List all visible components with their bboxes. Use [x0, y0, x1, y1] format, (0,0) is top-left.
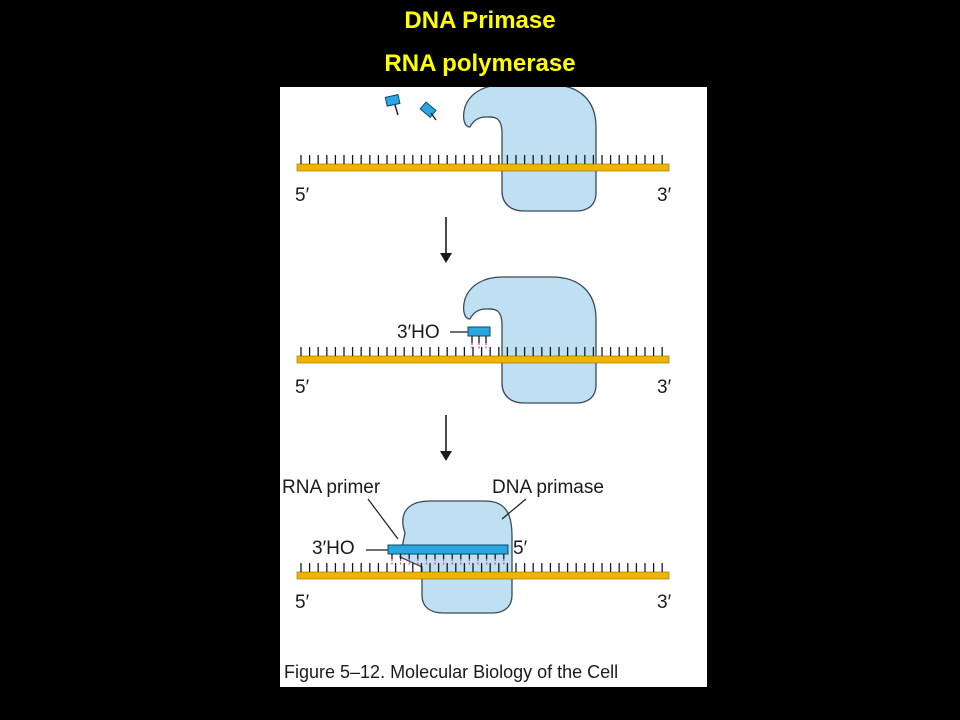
dna-primase-label: DNA primase	[492, 477, 604, 498]
stage2-3ho-label: 3′HO	[397, 322, 440, 343]
free-nucleotide-1-base	[394, 104, 399, 116]
enzyme-stage2	[463, 276, 597, 404]
stage2-3prime-label: 3′	[657, 377, 672, 398]
stage1-3prime-label: 3′	[657, 185, 672, 206]
slide-title-rna-polymerase: RNA polymerase	[384, 50, 576, 77]
stage3-3ho-label: 3′HO	[312, 538, 355, 559]
enzyme-stage1	[463, 87, 597, 212]
dna-template-stage1-backbone	[296, 163, 670, 172]
slide-title-primase: DNA Primase	[404, 7, 556, 34]
free-nucleotide-2-base	[430, 112, 437, 121]
enzyme-stage3	[399, 500, 513, 614]
stage2-primer-dinucleotide	[467, 326, 491, 337]
primase-diagram	[296, 87, 670, 614]
stage3-primer-5prime-label: 5′	[513, 538, 528, 559]
figure-caption: Figure 5–12. Molecular Biology of the Ce…	[284, 662, 619, 682]
figure-panel: 5′ 3′ 3′HO 5′ 3′ RNA primer DNA primase …	[280, 87, 707, 687]
free-nucleotide-1	[384, 94, 401, 107]
rna-primer-leader	[367, 498, 399, 540]
rna-primer-label: RNA primer	[282, 477, 381, 498]
stage3-3prime-label: 3′	[657, 592, 672, 613]
stage3-5prime-label: 5′	[295, 592, 310, 613]
dna-template-stage3-backbone	[296, 571, 670, 580]
stage1-5prime-label: 5′	[295, 185, 310, 206]
stage-arrow-2-head	[440, 451, 452, 461]
stage-arrow-1-head	[440, 253, 452, 263]
stage2-5prime-label: 5′	[295, 377, 310, 398]
dna-primase-leader	[501, 498, 527, 520]
rna-primer-strand	[387, 544, 509, 555]
free-nucleotide-2	[419, 101, 437, 119]
dna-template-stage2-backbone	[296, 355, 670, 364]
